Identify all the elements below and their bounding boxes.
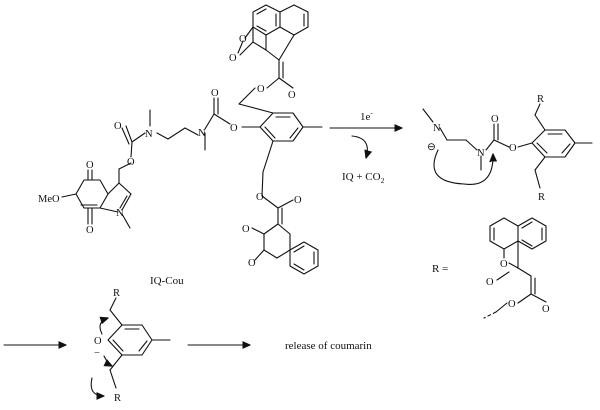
amide-anion: ⊖ [427, 142, 436, 153]
bottom-coumarin [251, 195, 319, 275]
intermediate-r-top: R [537, 94, 544, 105]
top-ester-carbonyl-o: O [288, 90, 296, 101]
bottom-ester-carbonyl-o: O [294, 195, 302, 206]
bottom-ester-o: O [256, 192, 264, 203]
top-coumarin-ring-o: O [239, 34, 247, 45]
bottom-coumarin-carbonyl-o: O [242, 224, 250, 235]
phenoxide-structure [90, 297, 171, 396]
top-coumarin-carbonyl-o: O [229, 53, 237, 64]
intermediate-carbonyl-o: O [491, 114, 499, 125]
intermediate-n-carbamate: N [477, 148, 485, 159]
iq-cou-structure: O O O O O [38, 4, 323, 287]
phenoxide-o: O [94, 336, 102, 347]
carbamate-o-left: O [114, 121, 122, 132]
intermediate-n-methyl: N [433, 123, 441, 134]
top-ester-o: O [257, 84, 265, 95]
indole-n: N [116, 208, 124, 219]
intermediate-ether-o: O [509, 143, 517, 154]
top-coumarin [237, 4, 309, 105]
linker-n-left: N [145, 129, 153, 140]
r-ester-carbonyl-o: O [542, 304, 550, 315]
intermediate-structure [422, 103, 593, 189]
phenoxide-r-top: R [113, 288, 120, 299]
quinone-o-bottom: O [86, 225, 94, 236]
r-carbonyl-o: O [486, 277, 494, 288]
intermediate-r-bottom: R [538, 192, 545, 203]
quinone-o-top: O [86, 160, 94, 171]
r-group-structure [483, 217, 547, 319]
phenoxide-r-bottom: R [114, 393, 121, 404]
carbamate-linker [118, 97, 231, 184]
carbamate-o-ester: O [127, 157, 135, 168]
linker-n-right: N [198, 128, 206, 139]
r-ester-o: O [508, 299, 516, 310]
bottom-coumarin-ring-o: O [248, 258, 256, 269]
r-ring-o: O [500, 259, 508, 270]
release-of-coumarin-label: release of coumarin [285, 340, 372, 352]
methoxy-group: MeO [38, 194, 60, 205]
phenoxide-minus: − [94, 348, 100, 359]
central-aryl-ring [238, 103, 323, 197]
reagent-label: 1e- [360, 108, 373, 123]
reaction-arrow-1 [329, 128, 402, 158]
compound-label: IQ-Cou [150, 275, 184, 287]
indolequinone-core [61, 169, 132, 229]
carbamate-o-top: O [211, 88, 219, 99]
phenoxy-o: O [230, 123, 238, 134]
byproduct-label: IQ + CO2 [342, 171, 385, 185]
r-definition-label: R = [432, 263, 448, 275]
